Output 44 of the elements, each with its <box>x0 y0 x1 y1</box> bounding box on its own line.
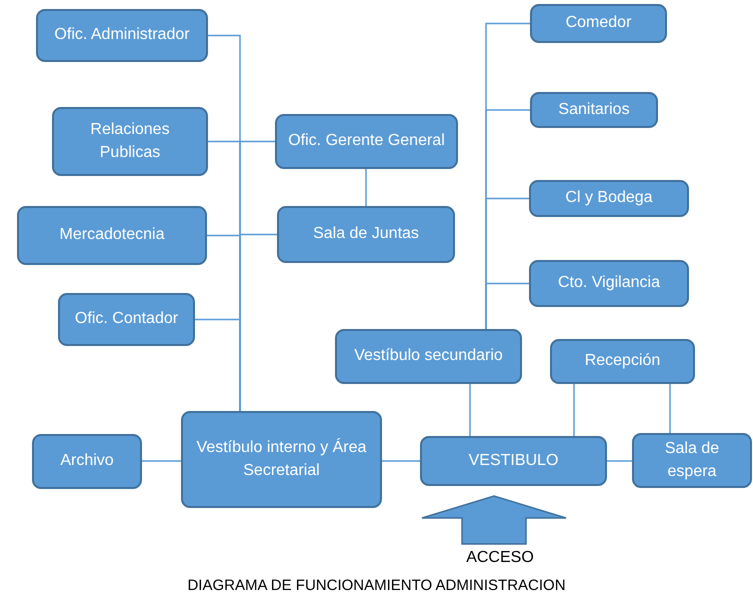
room-box <box>632 433 752 488</box>
connector-line <box>382 460 420 462</box>
room-box <box>36 9 208 62</box>
room-label: Cto. Vigilancia <box>558 273 660 294</box>
room-label: VESTIBULO <box>468 450 558 471</box>
connector-line <box>607 460 632 462</box>
connector-line <box>469 384 471 436</box>
room-box <box>17 206 207 265</box>
access-label: ACCESO <box>466 548 534 568</box>
room-label: Sanitarios <box>558 100 630 120</box>
connector-line <box>573 384 575 436</box>
room-box <box>550 339 695 384</box>
room-label: Ofic. Administrador <box>54 25 190 46</box>
room-box <box>335 329 522 384</box>
room-label: Vestíbulo secundario <box>354 346 503 366</box>
room-label: Recepción <box>584 351 660 372</box>
room-box <box>529 180 689 217</box>
room-label: Sala de Juntas <box>313 224 419 244</box>
room-label: Relaciones Publicas <box>89 120 171 162</box>
room-box <box>58 293 195 346</box>
room-box <box>52 107 208 176</box>
room-label: Archivo <box>60 451 114 472</box>
room-box <box>277 206 455 263</box>
connector-line <box>669 384 671 433</box>
room-box <box>181 411 382 508</box>
room-label: Vestíbulo interno y Área Secretarial <box>196 437 368 480</box>
room-label: Ofic. Contador <box>74 309 178 330</box>
access-block-arrow <box>421 495 567 545</box>
room-box <box>420 436 607 486</box>
connector-line <box>365 169 367 206</box>
room-label: Ofic. Gerente General <box>288 131 445 152</box>
connector-line <box>485 282 529 329</box>
connector-line <box>195 318 241 411</box>
connector-line <box>142 460 181 462</box>
room-box <box>275 114 458 169</box>
room-box <box>32 434 142 489</box>
room-label: Mercadotecnia <box>60 225 164 246</box>
room-box <box>530 92 658 128</box>
room-label: Comedor <box>566 13 632 34</box>
room-label: Cl y Bodega <box>565 188 653 208</box>
room-label: Sala de espera <box>664 439 720 482</box>
room-box <box>529 260 689 307</box>
room-box <box>530 4 667 43</box>
diagram-caption: DIAGRAMA DE FUNCIONAMIENTO ADMINISTRACION <box>186 577 567 594</box>
